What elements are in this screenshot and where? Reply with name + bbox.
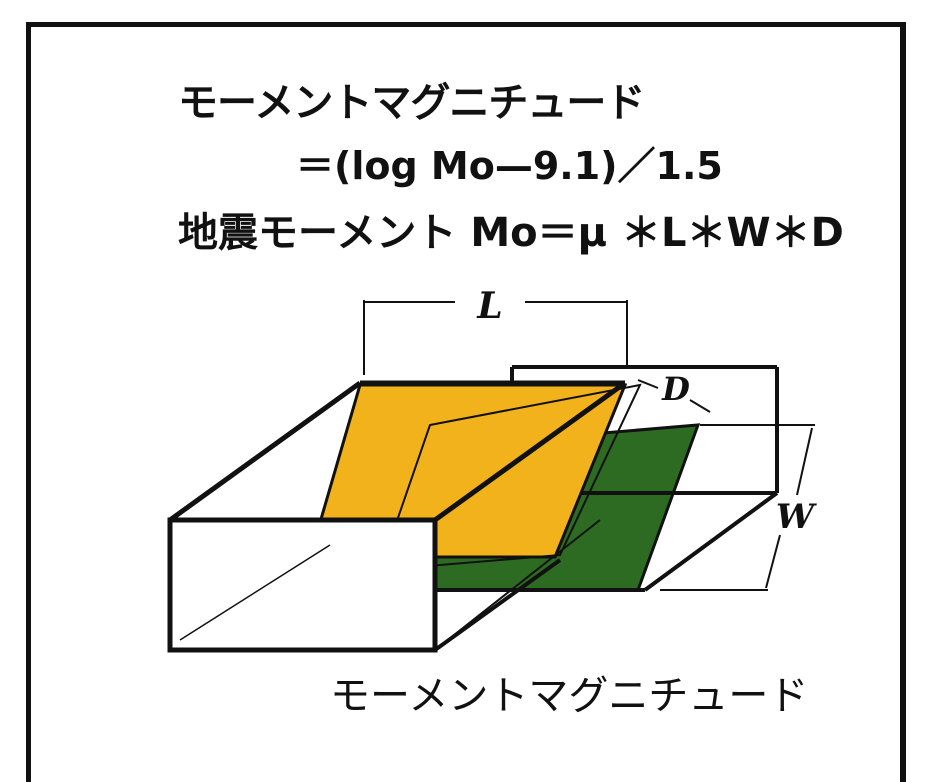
- slip-arrow: [637, 379, 711, 413]
- width-label: W: [776, 497, 817, 537]
- slip-label: D: [661, 370, 690, 408]
- width-dimension: [660, 424, 815, 591]
- formula-line-3: 地震モーメント Mo＝μ ＊L＊W＊D: [178, 210, 844, 256]
- diagram-caption: モーメントマグニチュード: [330, 673, 809, 719]
- formula-line-2: ＝(log Mo—9.1)／1.5: [296, 144, 723, 188]
- formula-line-1: モーメントマグニチュード: [178, 80, 645, 126]
- front-face-trace: [179, 544, 331, 641]
- length-dimension: [363, 300, 628, 375]
- left-block: [167, 380, 627, 653]
- fault-block-diagram: L D W: [167, 285, 817, 653]
- length-label: L: [476, 285, 502, 327]
